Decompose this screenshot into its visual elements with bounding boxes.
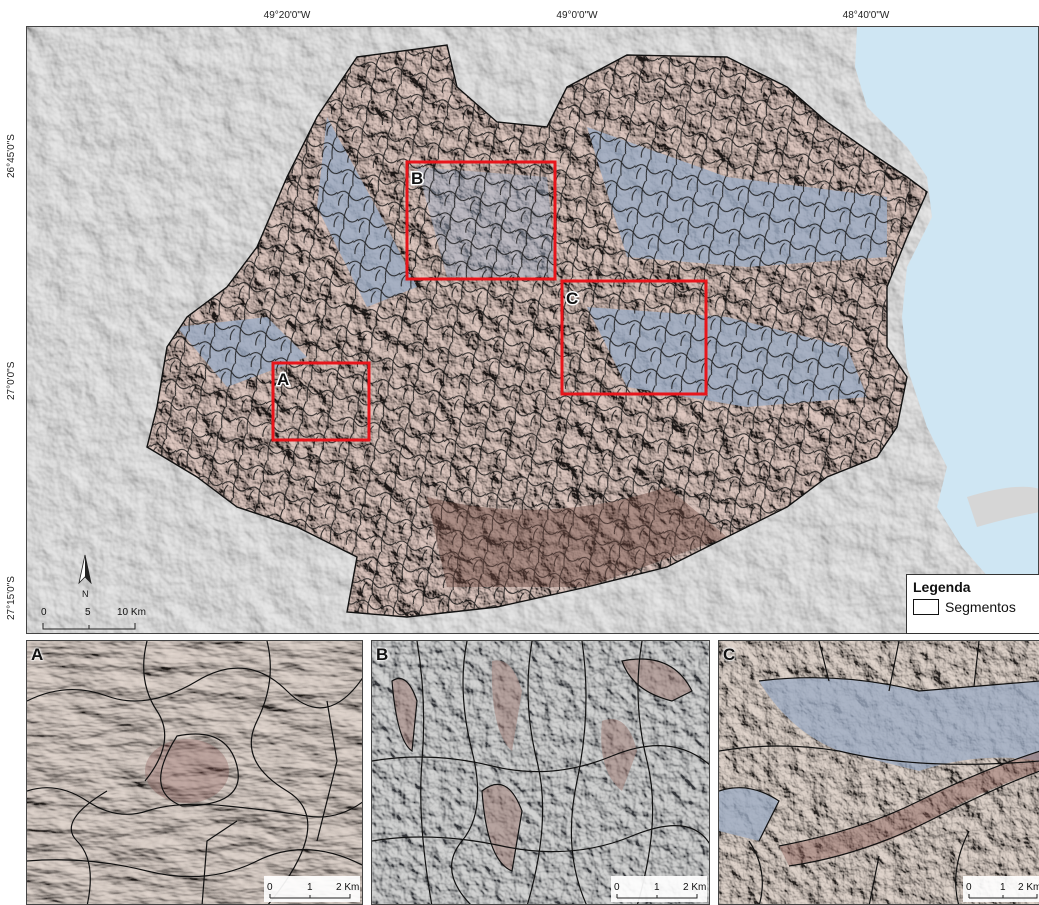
svg-text:1: 1	[1000, 882, 1006, 893]
zoom-box-a[interactable]	[271, 361, 371, 442]
inset-c-canvas	[719, 641, 1039, 904]
scale-tick: 0	[41, 607, 47, 618]
latitude-label: 27°0'0"S	[6, 361, 17, 400]
svg-text:0: 0	[966, 882, 972, 893]
segment-swatch-icon	[913, 599, 939, 615]
svg-text:N: N	[82, 589, 89, 599]
scale-tick: 5	[85, 607, 91, 618]
latitude-label: 26°45'0"S	[6, 134, 17, 178]
main-map[interactable]: A B C N 0 5 10 Km	[26, 26, 1039, 634]
zoom-box-label: C	[566, 289, 578, 308]
legend-title: Legenda	[913, 579, 971, 595]
legend-item: Segmentos	[913, 599, 1033, 615]
inset-scale-bar: 0 1 2 Km	[264, 876, 360, 902]
inset-b-canvas	[372, 641, 709, 904]
svg-text:1: 1	[654, 882, 660, 893]
zoom-box-b[interactable]	[405, 160, 557, 281]
svg-text:2 Km: 2 Km	[1018, 882, 1039, 893]
latitude-label: 27°15'0"S	[6, 576, 17, 620]
inset-map-b[interactable]: B 0 1 2 Km	[371, 640, 710, 905]
longitude-label: 48°40'0"W	[842, 10, 890, 21]
inset-letter: B	[376, 645, 389, 664]
inset-letter: C	[723, 645, 736, 664]
inset-scale-bar: 0 1 2 Km	[611, 876, 707, 902]
inset-map-a[interactable]: A 0 1 2 Km	[26, 640, 363, 905]
scale-tick: 10 Km	[117, 607, 146, 618]
map-legend: Legenda Segmentos	[906, 574, 1039, 634]
zoom-box-label: B	[411, 169, 423, 188]
north-arrow-icon: N	[78, 554, 92, 599]
svg-text:0: 0	[267, 882, 273, 893]
svg-text:2 Km: 2 Km	[683, 882, 706, 893]
inset-scale-bar: 0 1 2 Km	[963, 876, 1039, 902]
longitude-label: 49°0'0"W	[556, 10, 598, 21]
svg-text:2 Km: 2 Km	[336, 882, 359, 893]
inset-map-c[interactable]: C 0 1 2 Km	[718, 640, 1039, 905]
svg-text:1: 1	[307, 882, 313, 893]
ocean-area	[855, 27, 1038, 633]
inset-letter: A	[31, 645, 44, 664]
legend-item-label: Segmentos	[945, 599, 1016, 615]
scale-bar-icon: 0 5 10 Km	[41, 607, 146, 630]
svg-text:0: 0	[614, 882, 620, 893]
longitude-label: 49°20'0"W	[263, 10, 311, 21]
inset-a-canvas	[27, 641, 362, 904]
zoom-box-label: A	[277, 370, 289, 389]
zoom-box-c[interactable]	[560, 279, 708, 396]
main-map-canvas: A B C N 0 5 10 Km	[27, 27, 1038, 633]
